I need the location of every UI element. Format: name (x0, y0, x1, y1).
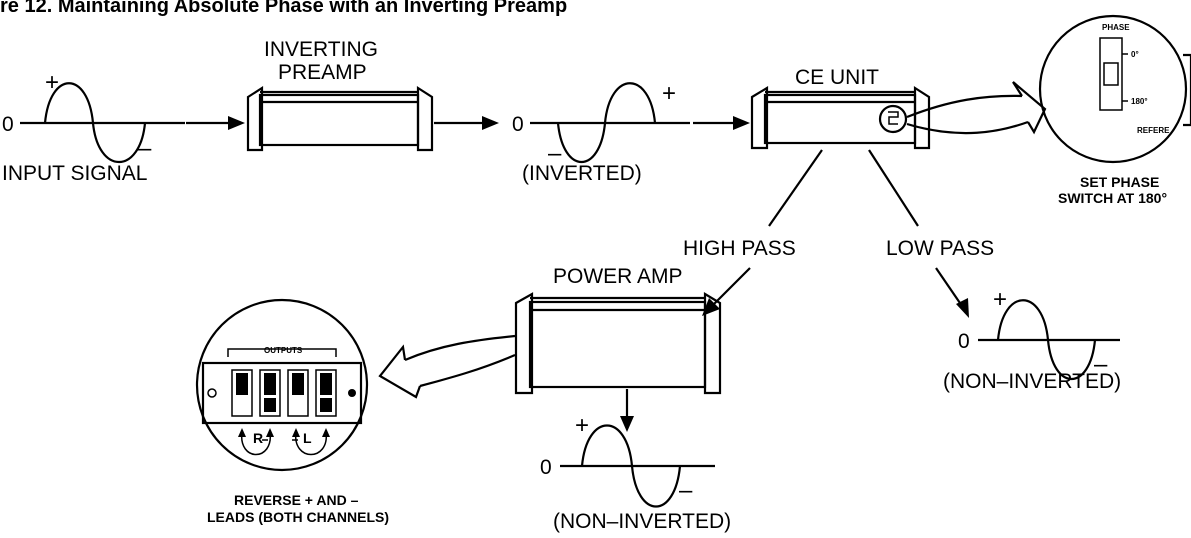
outputs-r-label: R (253, 430, 263, 446)
low-output-zero-label: 0 (958, 330, 970, 353)
inverted-signal-label: (INVERTED) (522, 162, 642, 185)
phase-caption-line1: SET PHASE (1080, 174, 1159, 190)
input-signal-label: INPUT SIGNAL (2, 162, 147, 185)
arrow-inverted-to-ce (693, 116, 750, 130)
low-output-minus-sign: – (1094, 351, 1108, 378)
outputs-caption-line1: REVERSE + AND – (234, 492, 359, 508)
arrow-high-pass-to-amp (702, 267, 751, 316)
outputs-terminal-panel (195, 298, 369, 472)
phase-switch-knob-icon (878, 104, 908, 134)
branch-line-low-pass (868, 149, 919, 227)
power-amp-label: POWER AMP (553, 265, 683, 288)
outputs-callout-arrow (378, 334, 516, 399)
amp-output-waveform (560, 424, 715, 508)
phase-panel-corner-text: REFERE (1137, 126, 1170, 135)
inverting-preamp-box (246, 85, 434, 152)
amp-output-minus-sign: – (679, 477, 693, 504)
phase-callout-arrow (906, 81, 1047, 135)
phase-switch-panel (1038, 14, 1191, 164)
phase-panel-title: PHASE (1102, 23, 1130, 32)
low-output-label: (NON–INVERTED) (943, 370, 1121, 393)
amp-output-label: (NON–INVERTED) (553, 510, 731, 533)
high-pass-label: HIGH PASS (683, 237, 796, 260)
low-pass-output-waveform (978, 299, 1120, 381)
arrow-low-pass-to-output (935, 267, 969, 318)
ce-unit-box (750, 85, 931, 150)
branch-line-high-pass (768, 149, 823, 227)
inverted-signal-waveform (530, 82, 690, 164)
inverted-zero-label: 0 (512, 113, 524, 136)
low-output-plus-sign: + (993, 286, 1007, 313)
phase-option-180: 180° (1131, 97, 1148, 106)
low-pass-label: LOW PASS (886, 237, 994, 260)
ce-unit-label: CE UNIT (795, 66, 879, 89)
inverted-plus-sign: + (662, 80, 676, 107)
input-signal-waveform (20, 82, 185, 163)
amp-output-plus-sign: + (575, 412, 589, 439)
input-zero-label: 0 (2, 113, 14, 136)
amp-output-zero-label: 0 (540, 456, 552, 479)
preamp-label-line2: PREAMP (278, 61, 367, 84)
inverted-minus-sign: – (548, 140, 562, 167)
arrow-preamp-to-inverted (434, 116, 499, 130)
figure-title: re 12. Maintaining Absolute Phase with a… (0, 0, 567, 17)
arrow-input-to-preamp (186, 116, 245, 130)
phase-option-0: 0° (1131, 50, 1139, 59)
power-amp-box (514, 292, 722, 395)
arrow-amp-to-output (620, 389, 634, 432)
outputs-l-label: L (303, 430, 312, 446)
outputs-caption-line2: LEADS (BOTH CHANNELS) (207, 509, 389, 525)
preamp-label-line1: INVERTING (264, 38, 378, 61)
reverse-leads-arrows (238, 428, 330, 456)
input-minus-sign: – (138, 135, 152, 162)
phase-caption-line2: SWITCH AT 180° (1058, 190, 1167, 206)
input-plus-sign: + (45, 69, 59, 96)
outputs-panel-title: OUTPUTS (264, 346, 303, 355)
